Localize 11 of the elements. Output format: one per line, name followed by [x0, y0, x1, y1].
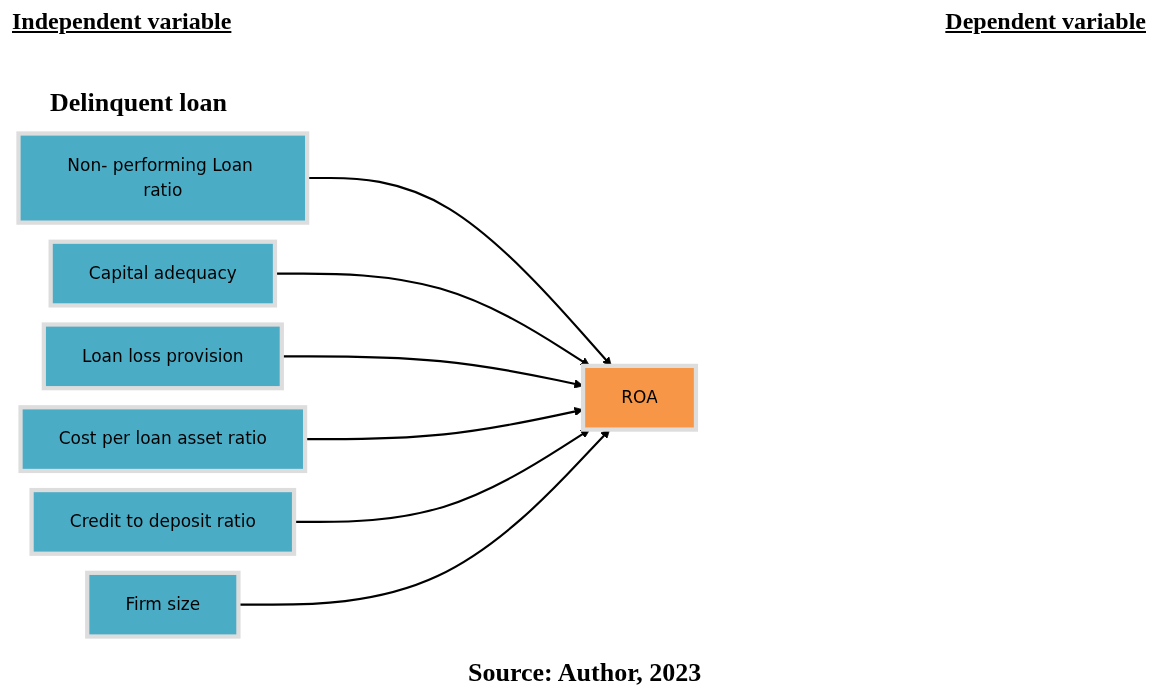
column-heading: Dependent variable [945, 8, 1146, 35]
source-note: Source: Author, 2023 [468, 658, 702, 688]
node-box: Capital adequacy [48, 239, 278, 308]
group-heading: Delinquent loan [50, 88, 227, 118]
node-box: Firm size [85, 570, 241, 639]
node-box: Credit to deposit ratio [29, 487, 297, 556]
node-box: Non- performing Loan ratio [16, 131, 310, 225]
column-heading: Independent variable [12, 8, 232, 35]
node-box: Cost per loan asset ratio [18, 405, 308, 474]
node-box: Loan loss provision [41, 322, 284, 391]
node-box: ROA [580, 363, 699, 432]
